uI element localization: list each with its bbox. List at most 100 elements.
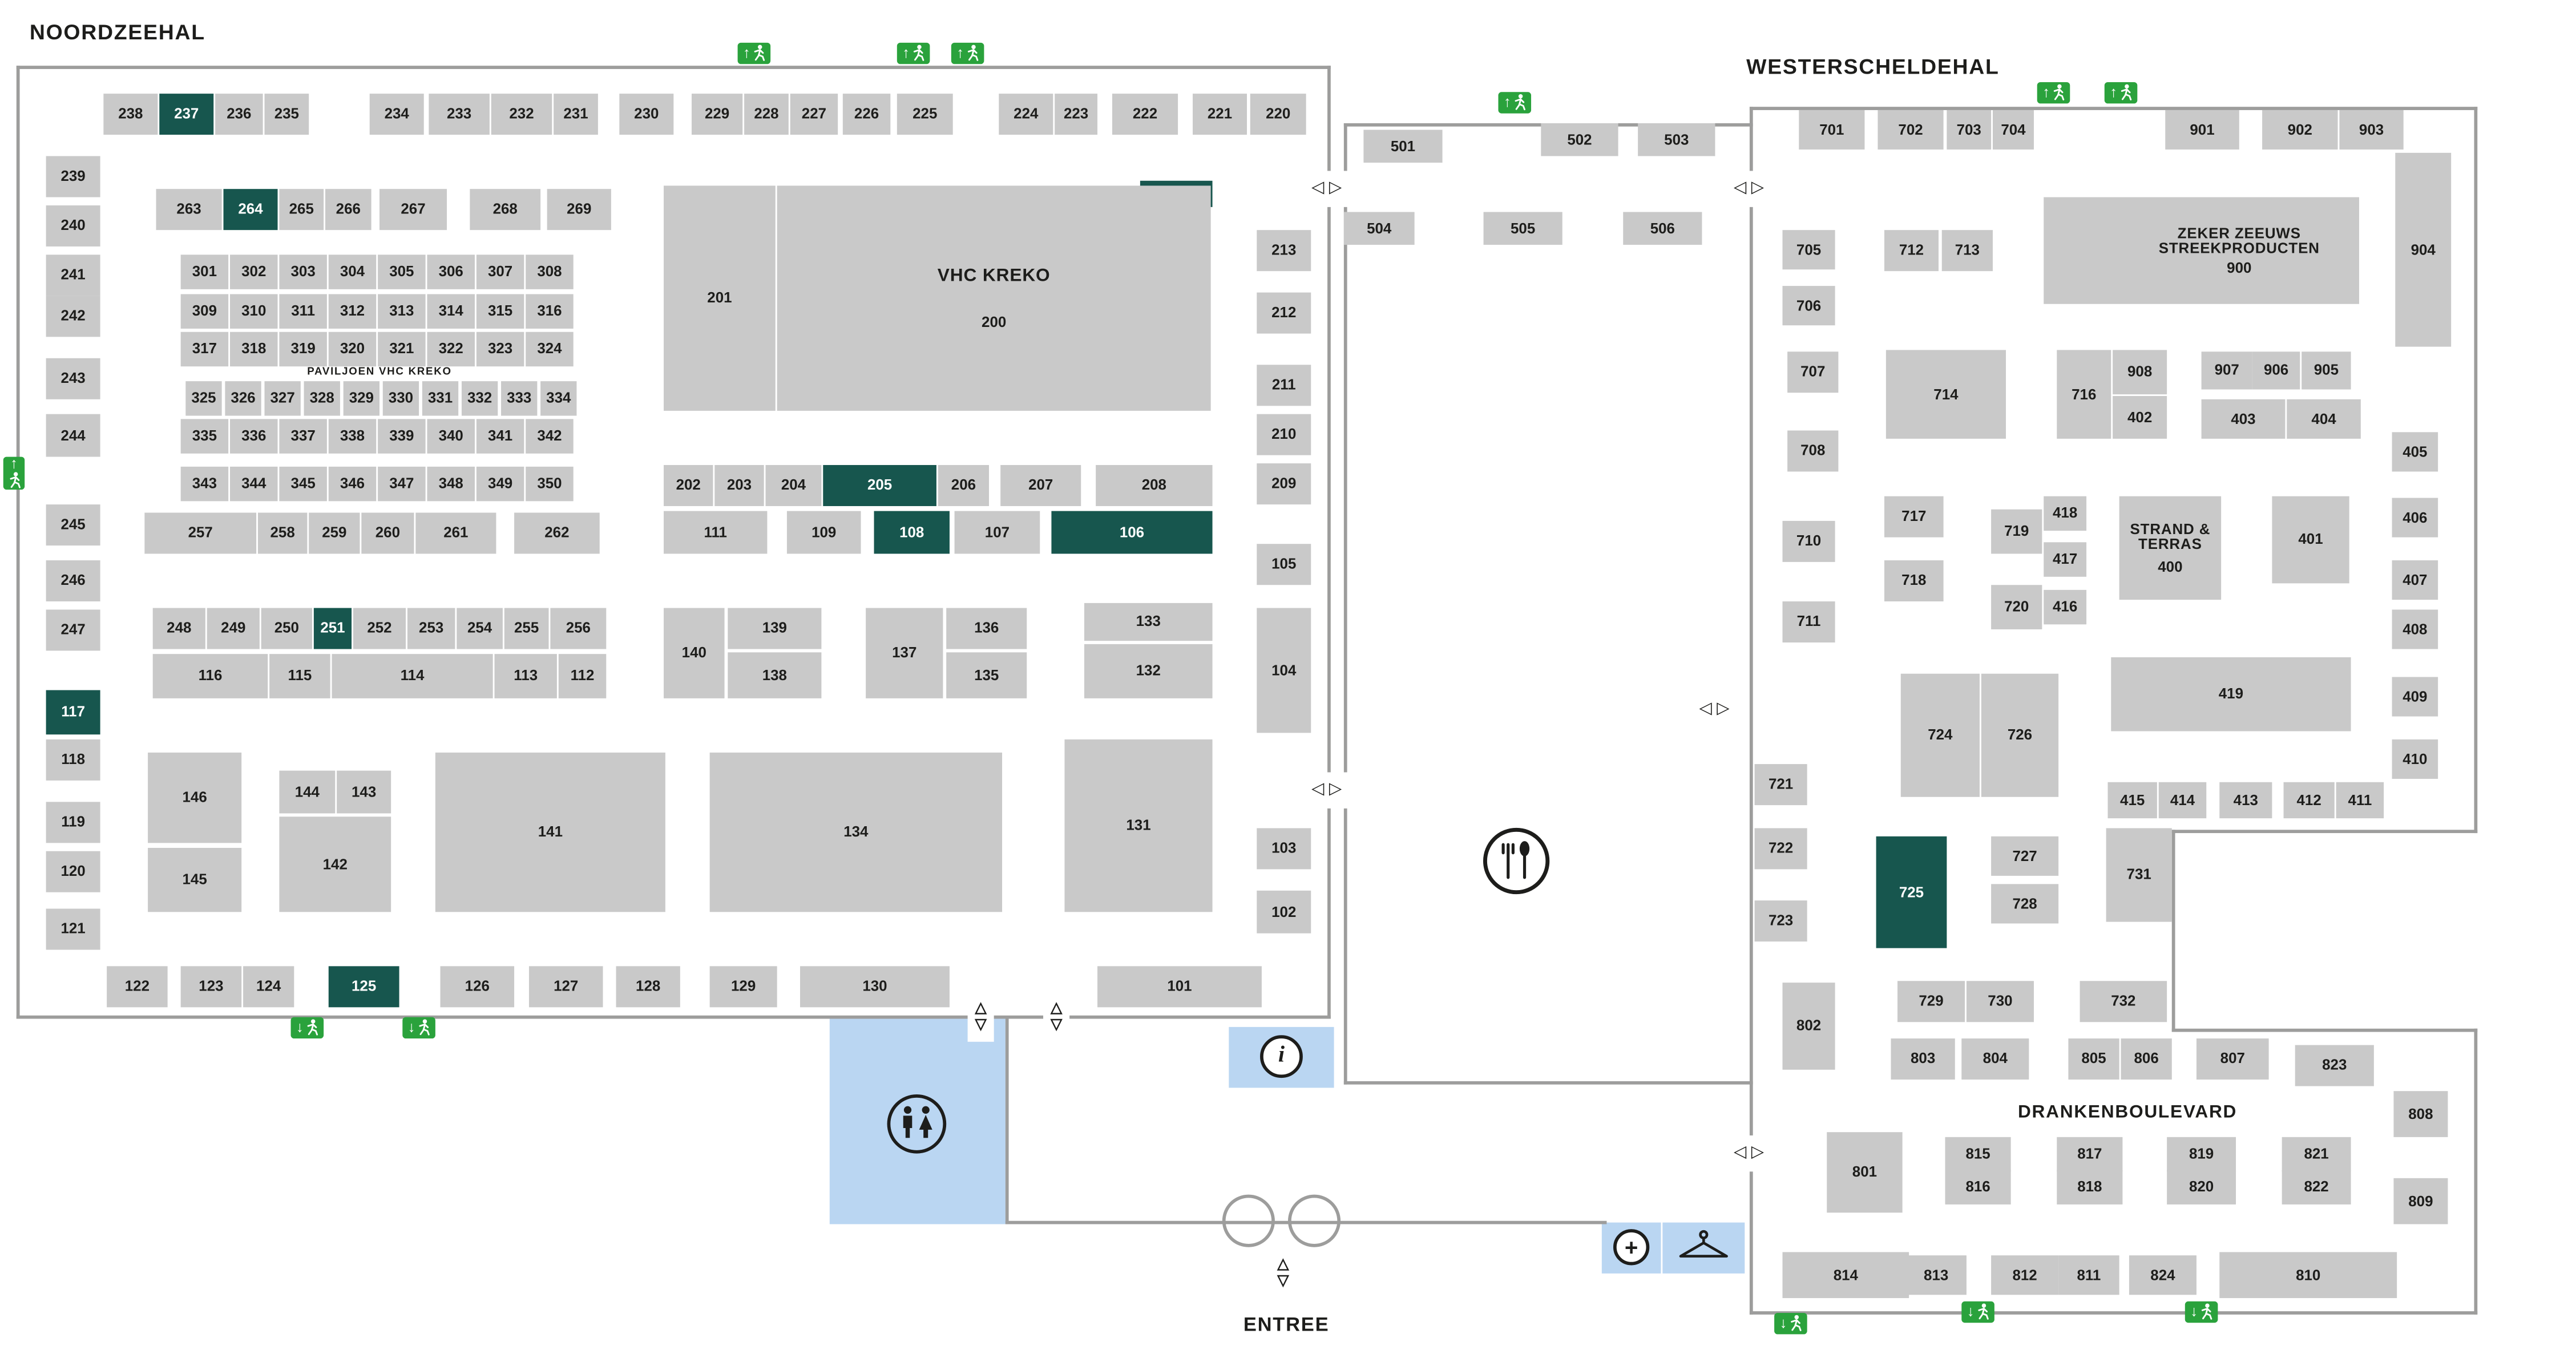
booth-253[interactable]: 253 [407,608,455,649]
booth-333[interactable]: 333 [501,381,538,416]
booth-726[interactable]: 726 [1981,673,2059,797]
booth-706[interactable]: 706 [1782,286,1835,326]
booth-128[interactable]: 128 [616,966,680,1008]
booth-811[interactable]: 811 [2058,1255,2119,1295]
booth-330[interactable]: 330 [382,381,419,416]
booth-812[interactable]: 812 [1991,1255,2059,1295]
booth-818[interactable]: 818 [2057,1170,2123,1205]
booth-902[interactable]: 902 [2262,110,2338,150]
booth-824[interactable]: 824 [2129,1255,2197,1295]
booth-109[interactable]: 109 [786,511,861,554]
booth-211[interactable]: 211 [1257,365,1311,406]
booth-502[interactable]: 502 [1541,123,1618,156]
booth-127[interactable]: 127 [528,966,603,1008]
booth-122[interactable]: 122 [107,966,168,1008]
booth-801[interactable]: 801 [1827,1132,1903,1213]
booth-315[interactable]: 315 [476,294,524,329]
booth-230[interactable]: 230 [619,94,674,135]
booth-338[interactable]: 338 [328,419,377,454]
booth-402[interactable]: 402 [2113,396,2167,439]
booth-345[interactable]: 345 [279,466,327,502]
booth-708[interactable]: 708 [1787,430,1839,472]
booth-702[interactable]: 702 [1878,110,1944,150]
booth-221[interactable]: 221 [1193,94,1247,135]
booth-319[interactable]: 319 [279,332,327,367]
booth-725[interactable]: 725 [1876,836,1947,948]
booth-723[interactable]: 723 [1754,900,1807,942]
booth-119[interactable]: 119 [46,802,100,843]
booth-129[interactable]: 129 [709,966,777,1008]
booth-141[interactable]: 141 [435,752,665,912]
booth-710[interactable]: 710 [1782,520,1835,562]
booth-135[interactable]: 135 [946,652,1027,698]
booth-243[interactable]: 243 [46,358,100,399]
booth-341[interactable]: 341 [476,419,524,454]
booth-401[interactable]: 401 [2272,496,2349,584]
booth-329[interactable]: 329 [343,381,380,416]
booth-349[interactable]: 349 [476,466,524,502]
booth-305[interactable]: 305 [378,254,426,289]
booth-410[interactable]: 410 [2392,739,2438,779]
booth-268[interactable]: 268 [470,189,541,231]
booth-301[interactable]: 301 [180,254,229,289]
booth-505[interactable]: 505 [1483,212,1562,245]
booth-730[interactable]: 730 [1966,981,2034,1022]
booth-130[interactable]: 130 [800,966,950,1008]
booth-317[interactable]: 317 [180,332,229,367]
booth-504[interactable]: 504 [1343,212,1415,245]
booth-803[interactable]: 803 [1891,1038,1955,1080]
booth-906[interactable]: 906 [2252,351,2300,390]
booth-332[interactable]: 332 [461,381,498,416]
booth-107[interactable]: 107 [954,511,1040,554]
booth-322[interactable]: 322 [427,332,475,367]
booth-311[interactable]: 311 [279,294,327,329]
booth-705[interactable]: 705 [1782,230,1835,270]
booth-805[interactable]: 805 [2068,1038,2119,1080]
booth-901[interactable]: 901 [2165,110,2239,150]
booth-711[interactable]: 711 [1782,601,1835,643]
booth-115[interactable]: 115 [269,654,330,698]
booth-231[interactable]: 231 [554,94,598,135]
booth-120[interactable]: 120 [46,851,100,892]
booth-326[interactable]: 326 [225,381,261,416]
booth-809[interactable]: 809 [2393,1178,2448,1224]
booth-310[interactable]: 310 [230,294,278,329]
booth-249[interactable]: 249 [207,608,260,649]
booth-703[interactable]: 703 [1947,110,1992,150]
booth-904[interactable]: 904 [2395,152,2452,347]
booth-267[interactable]: 267 [379,189,447,231]
booth-724[interactable]: 724 [1900,673,1980,797]
booth-235[interactable]: 235 [264,94,309,135]
booth-506[interactable]: 506 [1623,212,1702,245]
booth-145[interactable]: 145 [148,847,242,912]
booth-501[interactable]: 501 [1363,130,1443,163]
booth-403[interactable]: 403 [2201,399,2286,439]
booth-204[interactable]: 204 [765,464,822,506]
booth-238[interactable]: 238 [103,94,158,135]
booth-307[interactable]: 307 [476,254,524,289]
booth-340[interactable]: 340 [427,419,475,454]
booth-412[interactable]: 412 [2283,782,2335,819]
booth-819[interactable]: 819 [2167,1137,2236,1172]
booth-327[interactable]: 327 [264,381,301,416]
booth-418[interactable]: 418 [2044,496,2087,531]
booth-720[interactable]: 720 [1991,585,2042,629]
booth-258[interactable]: 258 [257,512,308,554]
booth-201[interactable]: 201 [664,185,776,411]
booth-336[interactable]: 336 [230,419,278,454]
booth-212[interactable]: 212 [1257,292,1311,334]
booth-112[interactable]: 112 [558,654,607,698]
booth-908[interactable]: 908 [2113,350,2167,395]
booth-234[interactable]: 234 [369,94,424,135]
booth-304[interactable]: 304 [328,254,377,289]
booth-408[interactable]: 408 [2392,609,2438,649]
booth-406[interactable]: 406 [2392,498,2438,537]
booth-813[interactable]: 813 [1905,1255,1967,1295]
booth-140[interactable]: 140 [664,608,725,698]
booth-308[interactable]: 308 [526,254,574,289]
booth-118[interactable]: 118 [46,739,100,781]
booth-323[interactable]: 323 [476,332,524,367]
booth-264[interactable]: 264 [223,189,278,231]
booth-123[interactable]: 123 [180,966,242,1008]
